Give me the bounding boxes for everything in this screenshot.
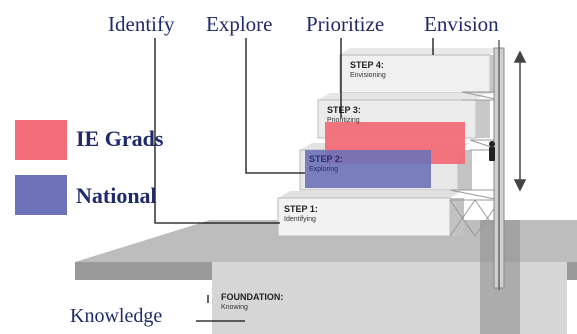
foundation-title: FOUNDATION:	[221, 292, 283, 302]
legend-swatch-national	[15, 175, 67, 215]
step-3-side	[476, 100, 490, 138]
explore-leader-line	[245, 38, 305, 174]
legend-swatch-ie-grads	[15, 120, 67, 160]
person-icon	[489, 141, 495, 161]
height-arrow	[513, 50, 527, 192]
legend-label-ie-grads: IE Grads	[76, 126, 164, 151]
step-3-top	[318, 93, 488, 100]
foundation-sub: Knowing	[221, 304, 248, 311]
leader-lines	[154, 38, 434, 322]
step-4-top	[340, 48, 500, 55]
step-3-title: STEP 3:	[327, 105, 361, 115]
label-knowledge: Knowledge	[70, 305, 163, 327]
step-2-title: STEP 2:	[309, 154, 343, 164]
step-1-side	[450, 198, 464, 236]
step-1-sub: Identifying	[284, 216, 316, 223]
label-identify: Identify	[108, 12, 175, 36]
label-explore: Explore	[206, 12, 273, 36]
legend-label-national: National	[76, 183, 157, 208]
step-3-sub: Prioritizing	[327, 117, 360, 124]
step-1-top	[278, 191, 462, 198]
step-2-sub: Exploring	[309, 166, 338, 173]
national-overlay-bar	[305, 150, 431, 188]
identify-leader-line	[154, 38, 280, 224]
step-1-title: STEP 1:	[284, 204, 318, 214]
label-envision: Envision	[424, 12, 499, 36]
step-4-sub: Envisioning	[350, 72, 386, 79]
step-1-block	[277, 197, 451, 237]
step-4-title: STEP 4:	[350, 60, 384, 70]
label-prioritize: Prioritize	[306, 12, 385, 36]
